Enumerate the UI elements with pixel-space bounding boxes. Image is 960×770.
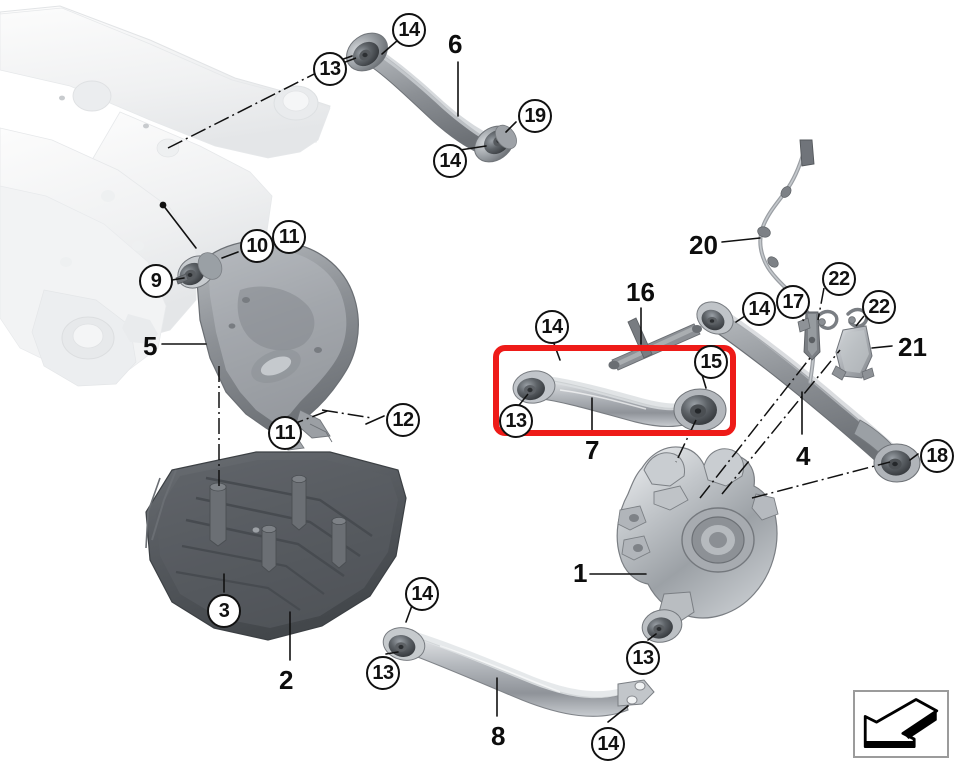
part-1-wheel-carrier-knuckle xyxy=(616,446,779,643)
callout-bubble-14[interactable]: 14 xyxy=(392,13,426,47)
part-21-cable-bracket xyxy=(831,325,875,381)
part-6-upper-camber-link xyxy=(346,32,517,163)
callout-label-21[interactable]: 21 xyxy=(898,332,927,362)
part-8-toe-link xyxy=(382,627,655,717)
shield-post-2 xyxy=(291,474,307,531)
part-22-retaining-clip-upper xyxy=(816,309,839,330)
part-17-wheel-speed-sensor xyxy=(797,311,821,361)
callout-label-1[interactable]: 1 xyxy=(573,558,588,588)
callout-label-8[interactable]: 8 xyxy=(491,721,506,751)
callout-label-6[interactable]: 6 xyxy=(448,29,463,59)
callout-bubble-14[interactable]: 14 xyxy=(742,292,776,326)
shield-post-4 xyxy=(261,525,277,573)
callout-bubble-11[interactable]: 11 xyxy=(268,416,302,450)
callout-bubble-18[interactable]: 18 xyxy=(920,439,954,473)
callout-bubble-14[interactable]: 14 xyxy=(405,577,439,611)
subframe-ghost xyxy=(0,5,331,387)
callout-bubble-15[interactable]: 15 xyxy=(694,345,728,379)
callout-label-16[interactable]: 16 xyxy=(626,277,655,307)
part-16-adjusting-bolt xyxy=(608,317,702,371)
callout-bubble-14[interactable]: 14 xyxy=(535,310,569,344)
callout-bubble-14[interactable]: 14 xyxy=(591,727,625,761)
callout-label-7[interactable]: 7 xyxy=(585,435,600,465)
callout-bubble-13[interactable]: 13 xyxy=(313,52,347,86)
part-4-upper-transverse-arm xyxy=(696,301,921,483)
callout-label-4[interactable]: 4 xyxy=(796,441,811,471)
direction-arrow-glyph xyxy=(863,698,939,748)
callout-bubble-14[interactable]: 14 xyxy=(433,144,467,178)
callout-bubble-22[interactable]: 22 xyxy=(862,290,896,324)
callout-label-2[interactable]: 2 xyxy=(279,665,294,695)
callout-bubble-13[interactable]: 13 xyxy=(626,641,660,675)
part-22-retaining-clip-lower xyxy=(846,307,869,328)
callout-bubble-19[interactable]: 19 xyxy=(518,99,552,133)
leader-lines xyxy=(159,39,919,723)
direction-arrow-icon xyxy=(853,690,949,758)
callout-bubble-9[interactable]: 9 xyxy=(139,264,173,298)
callout-label-5[interactable]: 5 xyxy=(143,331,158,361)
shield-post-3 xyxy=(331,517,347,569)
callout-bubble-17[interactable]: 17 xyxy=(776,285,810,319)
callout-bubble-13[interactable]: 13 xyxy=(499,404,533,438)
callout-bubble-13[interactable]: 13 xyxy=(366,656,400,690)
centre-lines xyxy=(167,57,891,499)
callout-bubble-3[interactable]: 3 xyxy=(207,594,241,628)
part-7-guide-link xyxy=(512,370,727,432)
shield-post-1 xyxy=(209,482,227,547)
callout-bubble-10[interactable]: 10 xyxy=(240,229,274,263)
callout-bubble-11[interactable]: 11 xyxy=(272,220,306,254)
callout-label-20[interactable]: 20 xyxy=(689,230,718,260)
callout-bubble-12[interactable]: 12 xyxy=(386,403,420,437)
part-5-lower-wishbone xyxy=(177,239,359,451)
callout-bubble-22[interactable]: 22 xyxy=(822,262,856,296)
part-2-underbody-shield xyxy=(145,451,407,641)
